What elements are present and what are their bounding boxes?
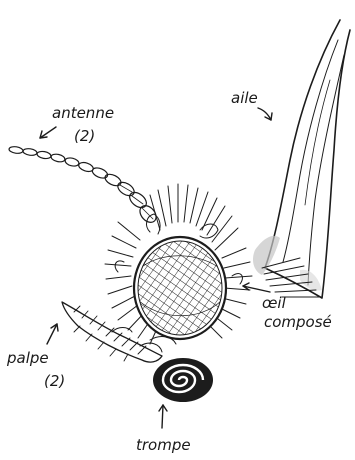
arrow-aile <box>258 108 271 120</box>
proboscis-drawing <box>153 358 213 402</box>
compound-eye-drawing <box>134 237 226 339</box>
arrow-antenne <box>40 127 56 138</box>
label-aile: aile <box>231 89 258 107</box>
label-antenne: antenne <box>52 104 114 122</box>
label-antenne-count: (2) <box>74 127 95 145</box>
label-palpe-count: (2) <box>44 372 65 390</box>
label-oeil-line2: composé <box>264 313 332 331</box>
antenna-drawing <box>9 146 160 226</box>
arrow-trompe <box>162 405 163 428</box>
label-oeil-line1: œil <box>262 294 287 312</box>
label-trompe: trompe <box>136 436 191 454</box>
wing-drawing <box>253 20 350 298</box>
label-palpe: palpe <box>6 349 49 367</box>
